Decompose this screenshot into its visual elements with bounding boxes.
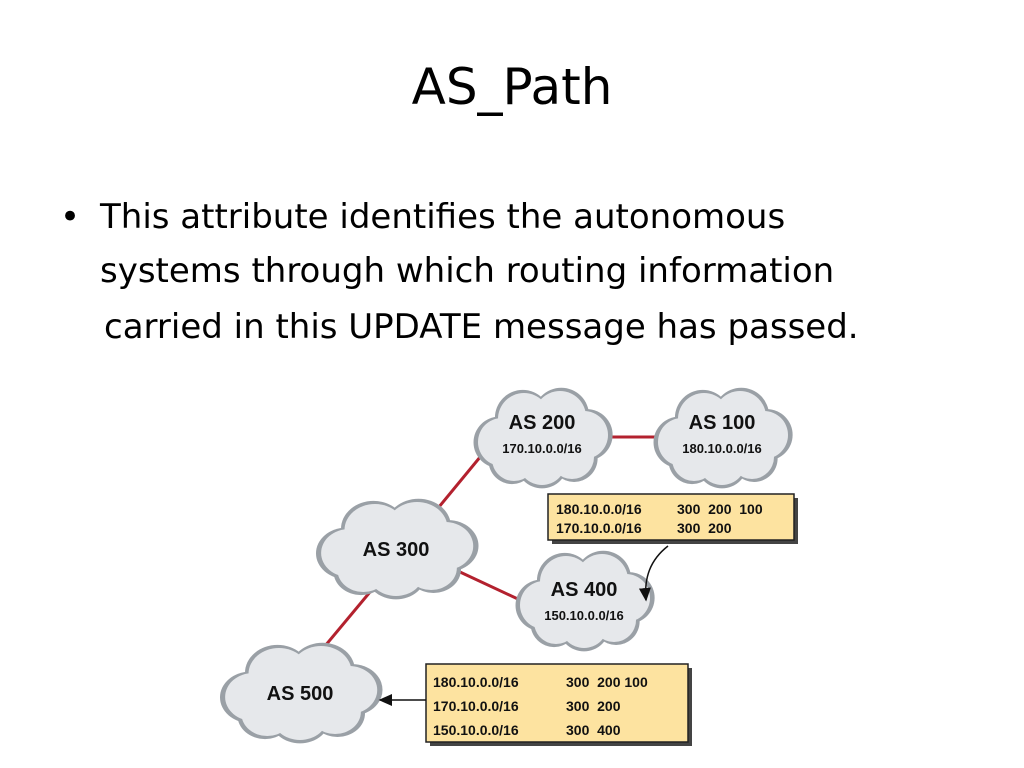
table-as500-row1-prefix: 180.10.0.0/16 [433, 674, 519, 690]
cloud-as100: AS 100 180.10.0.0/16 [653, 387, 793, 489]
cloud-as500: AS 500 [220, 642, 383, 744]
bullet-line-1: This attribute identifies the autonomous [100, 197, 786, 237]
as300-name: AS 300 [363, 539, 430, 561]
as200-network: 170.10.0.0/16 [502, 441, 582, 456]
as400-name: AS 400 [551, 579, 618, 601]
as100-name: AS 100 [689, 412, 756, 434]
bullet-line-3: carried in this UPDATE message has passe… [104, 307, 859, 347]
table-as500-row1-path: 300 200 100 [566, 674, 648, 690]
table-as400-row2-path: 300 200 [677, 520, 732, 536]
as200-name: AS 200 [509, 412, 576, 434]
table-as400-row1-path: 300 200 100 [677, 501, 763, 517]
bullet-symbol: • [60, 197, 81, 237]
table-as500-row3-path: 300 400 [566, 722, 621, 738]
cloud-as200: AS 200 170.10.0.0/16 [473, 387, 613, 489]
arrow-table-to-as400 [638, 545, 669, 602]
path-table-as400: 180.10.0.0/16 300 200 100 170.10.0.0/16 … [547, 493, 798, 544]
table-as400-row2-prefix: 170.10.0.0/16 [556, 520, 642, 536]
table-as500-row2-prefix: 170.10.0.0/16 [433, 698, 519, 714]
bullet-line-2: systems through which routing informatio… [100, 251, 835, 291]
table-as500-row2-path: 300 200 [566, 698, 621, 714]
path-table-as500: 180.10.0.0/16 300 200 100 170.10.0.0/16 … [425, 663, 692, 746]
table-as400-row1-prefix: 180.10.0.0/16 [556, 501, 642, 517]
cloud-as400: AS 400 150.10.0.0/16 [515, 550, 655, 652]
as500-name: AS 500 [267, 683, 334, 705]
as400-network: 150.10.0.0/16 [544, 608, 624, 623]
as100-network: 180.10.0.0/16 [682, 441, 762, 456]
table-as500-row3-prefix: 150.10.0.0/16 [433, 722, 519, 738]
slide-title: AS_Path [411, 58, 613, 116]
cloud-as300: AS 300 [316, 498, 479, 600]
